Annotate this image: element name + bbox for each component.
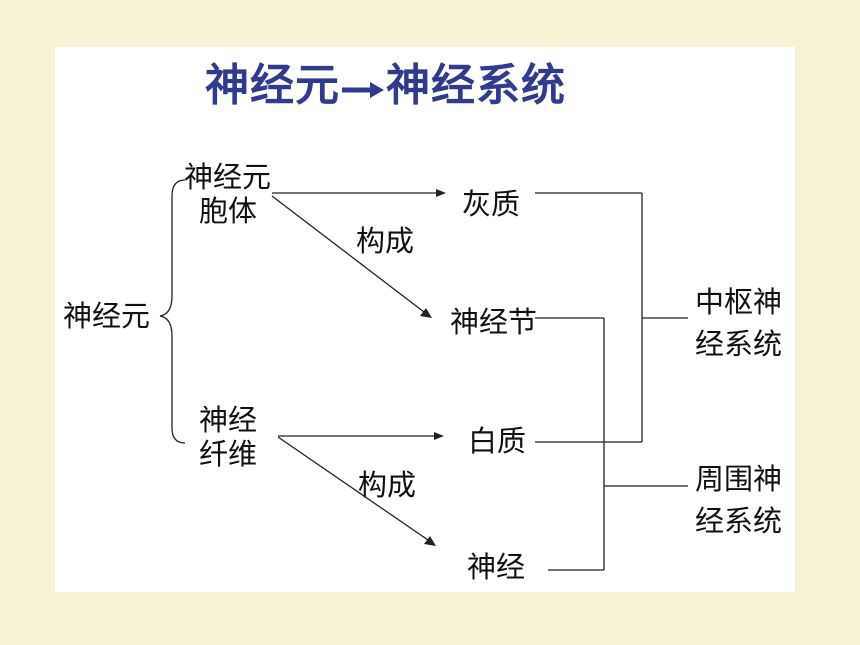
node-ganglion: 神经节 [450,305,538,339]
node-fiber-line1: 神经 [199,403,258,437]
node-neuron: 神经元 [63,299,151,333]
node-cns: 中枢神 经系统 [695,285,782,361]
title-right: 神经系统 [386,60,566,111]
node-pns: 周围神 经系统 [695,462,782,538]
arrow-fiber-nerve [277,436,429,541]
node-pns-line2: 经系统 [695,504,783,538]
node-fiber-line2: 纤维 [199,437,258,471]
node-cns-line1: 中枢神 [695,285,783,319]
node-cns-line2: 经系统 [695,327,783,361]
node-cell-body: 神经元 胞体 [184,160,271,228]
slide-title: 神经元神经系统 [205,56,566,116]
title-arrow-icon [340,56,386,116]
node-gray-matter: 灰质 [462,187,521,221]
content-panel [55,47,795,592]
node-fiber: 神经 纤维 [199,403,257,471]
node-white-matter: 白质 [468,424,527,458]
label-compose-bottom: 构成 [358,468,417,502]
node-nerve: 神经 [467,550,526,584]
label-compose-top: 构成 [356,224,415,258]
node-pns-line1: 周围神 [695,462,783,496]
left-brace [159,179,186,444]
arrow-cellbody-ganglion [271,195,425,313]
title-left: 神经元 [205,60,340,111]
node-cell-body-line1: 神经元 [184,160,272,194]
node-cell-body-line2: 胞体 [199,194,258,228]
